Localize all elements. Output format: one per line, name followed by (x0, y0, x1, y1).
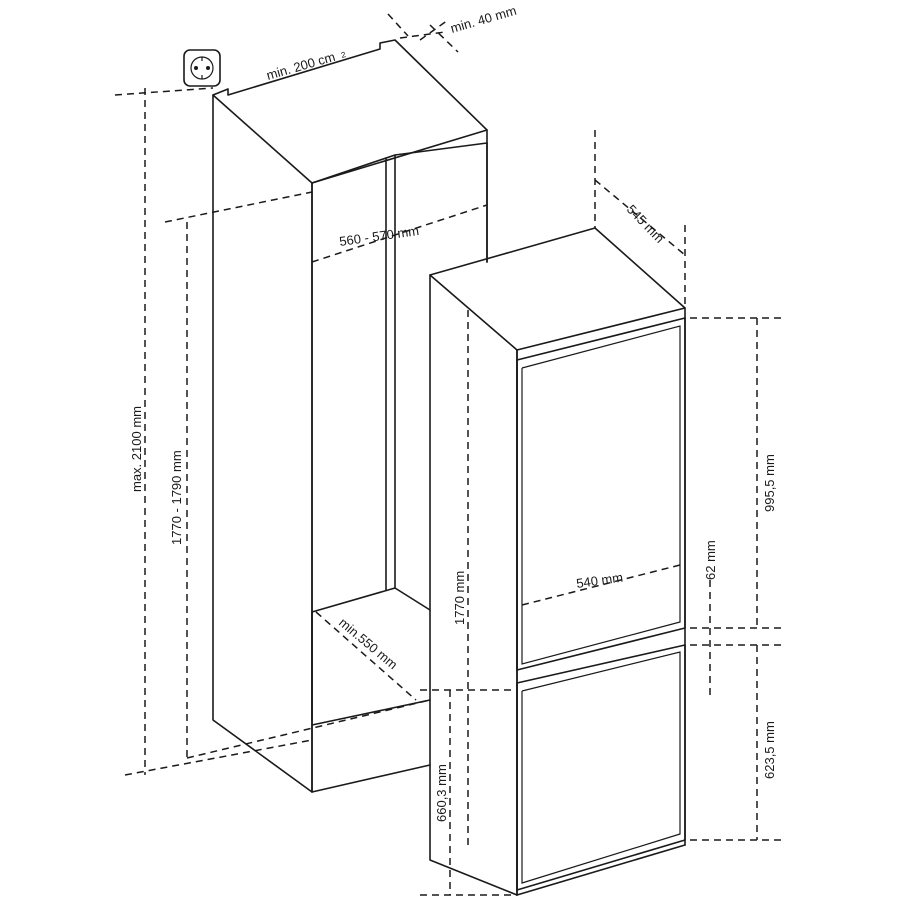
cabinet-inner-top (311, 142, 488, 184)
fridge-top (429, 227, 686, 351)
fridge-dimensions (420, 130, 785, 896)
door-gap-label: 62 mm (703, 540, 718, 580)
appliance-depth-label: 545 mm (624, 202, 667, 246)
niche-width-label: 560 - 570 mm (338, 223, 420, 249)
cabinet-top (212, 39, 488, 184)
vent-area-superscript: 2 (340, 50, 347, 60)
cabinet-side-panel (212, 94, 313, 793)
upper-door-height-label: 995,5 mm (762, 454, 777, 512)
cabinet-niche (212, 39, 488, 793)
rear-gap-label: min. 40 mm (449, 3, 518, 36)
fridge-bottom-edge (516, 844, 686, 896)
fridge-upper-door (516, 317, 686, 671)
lower-door-height-label: 623,5 mm (762, 721, 777, 779)
fridge-lower-door-panel (521, 651, 681, 884)
lower-section-height-label: 660,3 mm (434, 764, 449, 822)
refrigerator (429, 227, 686, 896)
appliance-width-label: 540 mm (575, 570, 624, 591)
appliance-height-label: 1770 mm (452, 571, 467, 625)
niche-height-label: 1770 - 1790 mm (169, 450, 184, 545)
niche-depth-label: min.550 mm (336, 615, 400, 672)
fridge-upper-door-panel (521, 325, 681, 665)
vent-area-label: min. 200 cm (265, 49, 337, 83)
power-socket-icon (183, 49, 221, 87)
cabinet-floor (311, 587, 431, 613)
cabinet-plinth-bottom (311, 764, 431, 793)
cabinet-dimensions (114, 13, 488, 776)
cabinet-max-height-label: max. 2100 mm (129, 406, 144, 492)
